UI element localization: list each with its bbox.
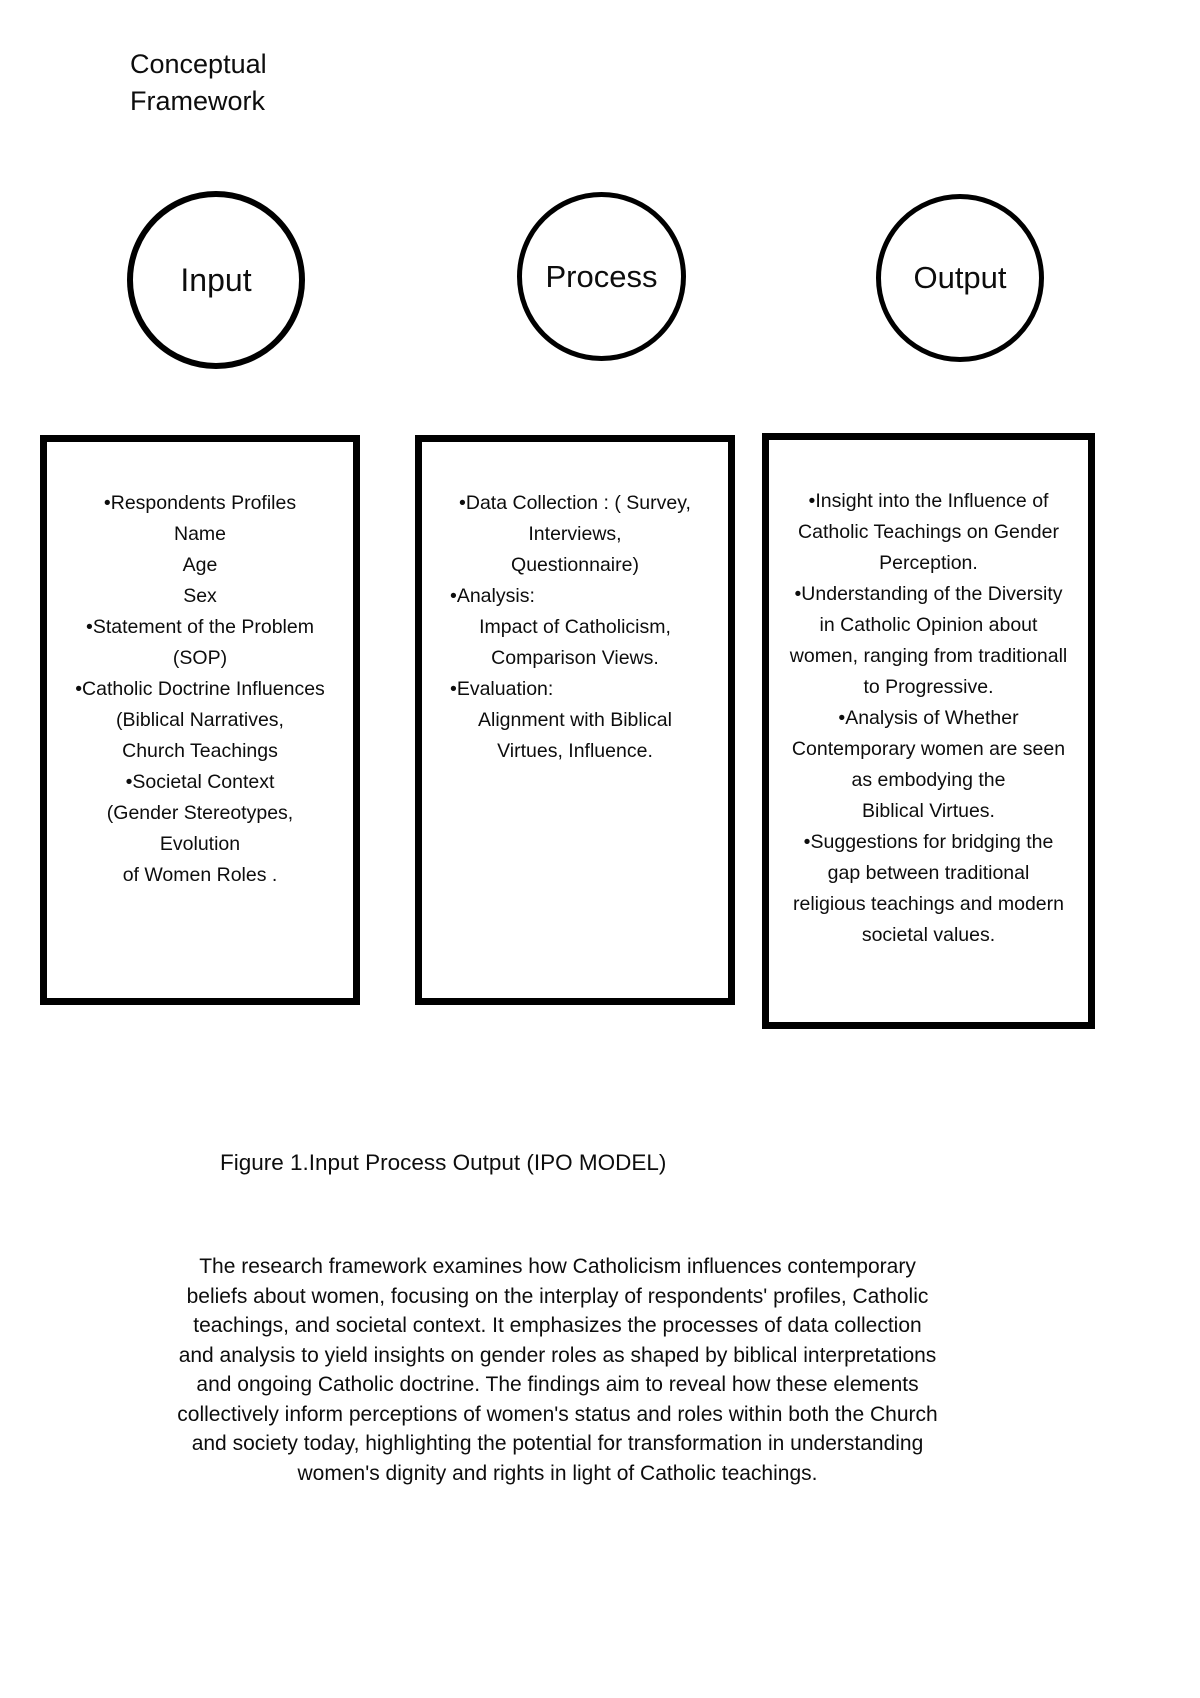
page-title: Conceptual Framework <box>130 46 267 120</box>
text-line: •Respondents Profiles <box>103 492 297 514</box>
page-title-line-2: Framework <box>130 86 266 116</box>
text-line: of Women Roles . <box>122 864 278 886</box>
input-circle: Input <box>127 191 305 369</box>
process-box-text: •Data Collection : ( Survey, Interviews, Q… <box>422 488 728 767</box>
text-line: Name <box>173 523 227 545</box>
text-line: Sex <box>183 585 217 607</box>
text-line: Perception. <box>879 552 978 574</box>
process-circle-label: Process <box>545 258 658 294</box>
text-line: •Catholic Doctrine Influences <box>75 678 325 700</box>
text-line: to Progressive. <box>863 676 994 698</box>
output-circle: Output <box>876 194 1044 362</box>
text-line: and society today, highlighting the pote… <box>191 1432 924 1455</box>
text-line: Interviews, <box>528 523 622 545</box>
text-line: Questionnaire) <box>511 554 639 576</box>
text-line: •Societal Context <box>125 771 275 793</box>
text-line: teachings, and societal context. It emph… <box>193 1314 922 1337</box>
text-line: as embodying the <box>851 769 1006 791</box>
text-line: •Suggestions for bridging the <box>803 831 1054 853</box>
text-line: Impact of Catholicism, <box>479 616 671 638</box>
text-line: •Data Collection : ( Survey, <box>459 492 691 514</box>
text-line: Age <box>182 554 218 576</box>
process-circle: Process <box>517 192 686 361</box>
text-line: •Analysis of Whether <box>838 707 1019 729</box>
text-line: Contemporary women are seen <box>791 738 1066 760</box>
process-box: •Data Collection : ( Survey, Interviews, Q… <box>415 435 735 1005</box>
text-line: societal values. <box>861 924 996 946</box>
text-line: Virtues, Influence. <box>497 740 653 762</box>
text-line: women, ranging from traditionall <box>789 645 1068 667</box>
text-line: Catholic Teachings on Gender <box>798 521 1059 543</box>
text-line: •Insight into the Influence of <box>808 490 1049 512</box>
text-line: and analysis to yield insights on gender… <box>178 1343 937 1367</box>
text-line: and ongoing Catholic doctrine. The findi… <box>196 1373 919 1396</box>
text-line: The research framework examines how Cath… <box>199 1255 916 1278</box>
text-line: •Understanding of the Diversity <box>794 583 1063 605</box>
text-line: Church Teachings <box>122 740 278 762</box>
text-line: religious teachings and modern <box>792 893 1064 915</box>
text-line: beliefs about women, focusing on the int… <box>186 1284 929 1308</box>
output-circle-label: Output <box>913 260 1007 295</box>
input-circle-label: Input <box>180 261 252 298</box>
text-line: Alignment with Biblical <box>477 709 672 731</box>
text-line: collectively inform perceptions of women… <box>177 1402 938 1426</box>
text-line: (Biblical Narratives, <box>116 709 284 731</box>
text-line: gap between traditional <box>827 862 1030 884</box>
text-line: Biblical Virtues. <box>862 800 995 822</box>
text-line: •Statement of the Problem <box>86 616 314 638</box>
text-line: Comparison Views. <box>491 647 659 669</box>
text-line: (Gender Stereotypes, <box>106 802 294 824</box>
text-line: Evolution <box>159 833 241 855</box>
output-box: •Insight into the Influence of Catholic T… <box>762 433 1095 1029</box>
figure-caption: Figure 1.Input Process Output (IPO MODEL… <box>220 1150 667 1175</box>
text-line: •Evaluation: <box>450 678 554 700</box>
text-line: in Catholic Opinion about <box>819 614 1038 636</box>
text-line: •Analysis: <box>450 585 535 607</box>
text-line: women's dignity and rights in light of C… <box>297 1461 818 1485</box>
output-box-text: •Insight into the Influence of Catholic T… <box>769 486 1088 951</box>
framework-description: The research framework examines how Cath… <box>0 1252 1115 1488</box>
page-title-line-1: Conceptual <box>130 49 267 79</box>
text-line: (SOP) <box>172 647 228 669</box>
